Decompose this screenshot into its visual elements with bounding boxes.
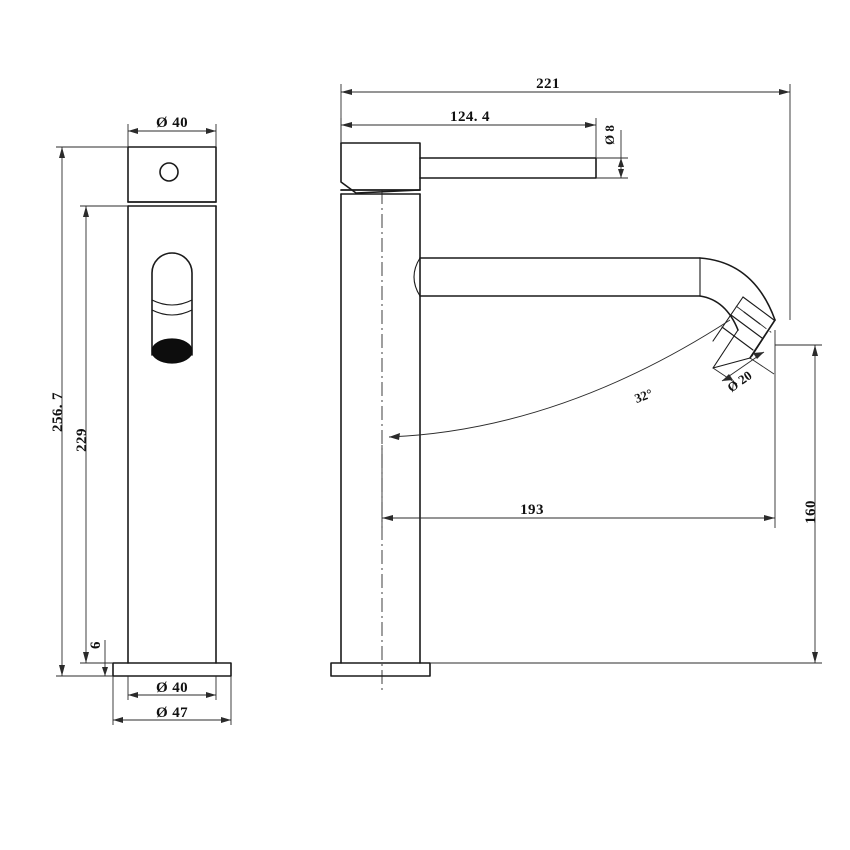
dim-side-outlet-angle: 32° <box>388 319 731 440</box>
front-column <box>127 205 217 664</box>
dim-front-overall-height-label: 256. 7 <box>50 392 66 432</box>
dim-front-cap-diameter-label: Ø 40 <box>156 115 188 131</box>
front-top-cap <box>127 146 217 207</box>
dim-front-overall-height: 256. 7 <box>50 146 128 677</box>
dim-front-base-outer-diameter: Ø 47 <box>112 676 232 725</box>
dim-front-base-inner-diameter: Ø 40 <box>127 676 217 700</box>
side-column <box>340 193 421 664</box>
side-handle-lever <box>419 157 597 179</box>
dim-front-base-outer-diameter-label: Ø 47 <box>156 705 188 721</box>
dim-side-outlet-angle-label: 32° <box>632 386 654 406</box>
front-lever <box>151 252 193 364</box>
dim-side-spout-height-label: 160 <box>803 500 819 524</box>
dim-front-body-height-label: 229 <box>74 428 90 452</box>
side-spout-arm <box>413 257 701 297</box>
dim-side-handle-length: 124. 4 <box>340 109 597 158</box>
dim-side-overall-length-label: 221 <box>536 76 560 92</box>
dim-side-spout-reach: 193 <box>381 330 776 528</box>
front-base-plate <box>112 662 232 677</box>
dim-side-spout-reach-label: 193 <box>520 502 544 518</box>
dim-side-overall-length: 221 <box>340 76 791 320</box>
dim-side-handle-diameter-label: Ø 8 <box>602 125 617 145</box>
dim-side-spout-height: 160 <box>430 344 822 664</box>
dim-side-handle-diameter: Ø 8 <box>596 125 628 179</box>
side-view: 221 124. 4 Ø 8 Ø 20 <box>330 76 822 690</box>
front-view: Ø 40 256. 7 229 6 <box>50 115 232 725</box>
side-outlet <box>712 296 776 369</box>
side-base-plate <box>330 662 431 677</box>
lever-pivot-hole-icon <box>159 162 179 182</box>
dim-front-body-height: 229 <box>74 205 128 664</box>
outlet-centerline <box>735 305 773 334</box>
lever-outlet-ellipse <box>151 338 193 364</box>
dim-front-base-thickness-label: 6 <box>88 641 104 649</box>
dim-front-base-inner-diameter-label: Ø 40 <box>156 680 188 696</box>
side-spout-bend <box>699 257 776 331</box>
dim-side-handle-length-label: 124. 4 <box>450 109 490 125</box>
dim-front-base-thickness: 6 <box>88 640 113 677</box>
dim-front-cap-diameter: Ø 40 <box>127 115 217 147</box>
